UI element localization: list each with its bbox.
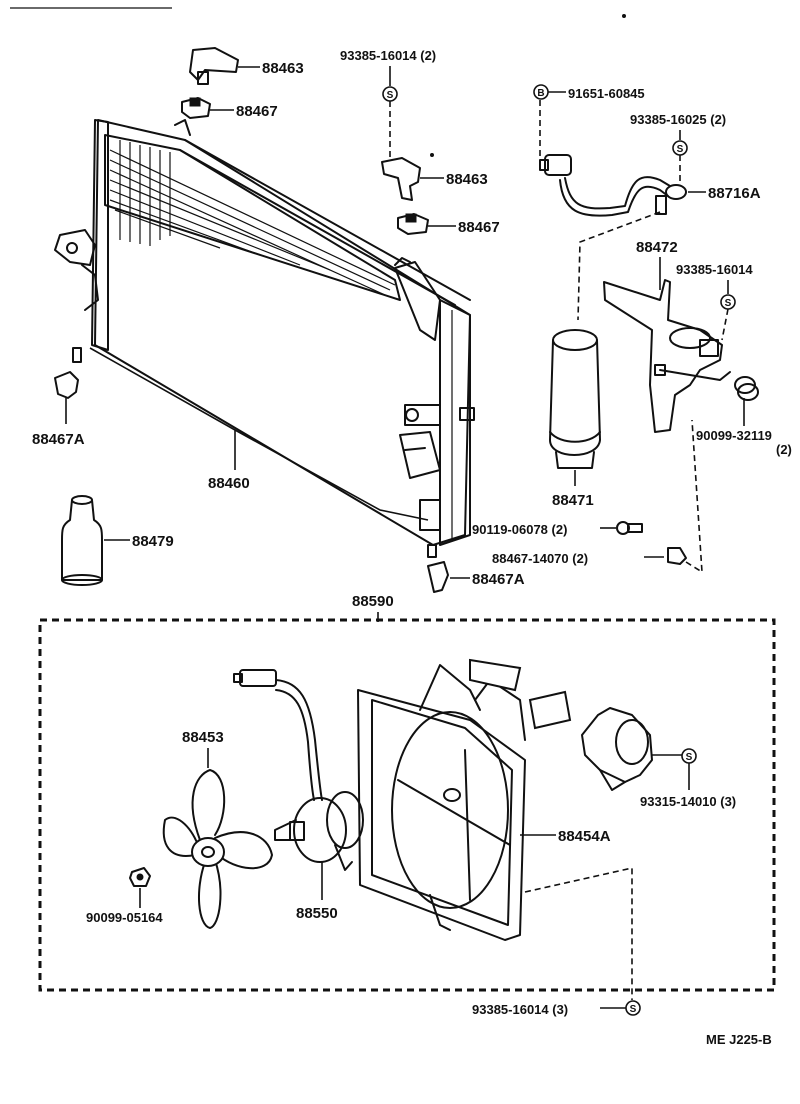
cushion-88467A-left — [54, 371, 79, 399]
label-88453: 88453 — [182, 729, 224, 746]
label-88467A-left: 88467A — [32, 431, 85, 448]
label-88454A: 88454A — [558, 828, 611, 845]
nut-90099-32119 — [734, 376, 759, 401]
label-88471: 88471 — [552, 492, 594, 509]
svg-text:S: S — [387, 90, 394, 101]
label-93315-14010: 93315-14010 (3) — [640, 794, 736, 809]
fan-blade-88453 — [162, 769, 273, 929]
cushion-88467-14070 — [667, 547, 687, 565]
dashed-leader-93385-16014-3 — [524, 867, 633, 1000]
nut-90099-05164 — [129, 867, 151, 887]
label-88467-top: 88467 — [236, 103, 278, 120]
cushion-88467A-bottom — [427, 561, 449, 593]
label-88467A-bottom: 88467A — [472, 571, 525, 588]
label-93385-16014: 93385-16014 — [676, 262, 753, 277]
svg-text:S: S — [677, 144, 684, 155]
svg-text:S: S — [630, 1004, 637, 1015]
bracket-88472 — [603, 279, 731, 433]
label-88550: 88550 — [296, 905, 338, 922]
can-88479 — [61, 495, 103, 586]
label-88467-14070: 88467-14070 (2) — [492, 551, 588, 566]
fan-cover-part — [581, 707, 653, 791]
bracket-88463-mid — [381, 157, 421, 201]
bolt-90119-06078 — [616, 521, 643, 535]
label-93385-16014-3: 93385-16014 (3) — [472, 1002, 568, 1017]
label-93385-16025-2: 93385-16025 (2) — [630, 112, 726, 127]
shroud-88454A — [357, 658, 572, 941]
label-93385-16014-2: 93385-16014 (2) — [340, 48, 436, 63]
label-88472: 88472 — [636, 239, 678, 256]
diagram-code: ME J225-B — [706, 1032, 772, 1047]
label-88463-top: 88463 — [262, 60, 304, 77]
label-90099-32119: 90099-32119 — [696, 428, 772, 443]
bracket-88463-top — [189, 47, 239, 85]
label-88590: 88590 — [352, 593, 394, 610]
label-91651-60845: 91651-60845 — [568, 86, 645, 101]
label-90099-32119-qty: (2) — [776, 442, 792, 457]
svg-text:B: B — [537, 88, 544, 99]
label-88716A: 88716A — [708, 185, 761, 202]
fan-assembly-box — [38, 618, 776, 992]
label-88467-mid: 88467 — [458, 219, 500, 236]
svg-text:S: S — [686, 752, 693, 763]
leader-88460 — [89, 347, 236, 470]
cushion-88467-mid — [397, 213, 429, 235]
label-88479: 88479 — [132, 533, 174, 550]
cushion-88467-top — [181, 97, 211, 119]
receiver-88471 — [549, 329, 601, 469]
label-88460: 88460 — [208, 475, 250, 492]
label-90099-05164: 90099-05164 — [86, 910, 163, 925]
condenser-88460 — [54, 119, 475, 558]
motor-88550 — [233, 669, 364, 871]
label-90119-06078: 90119-06078 (2) — [472, 522, 567, 537]
label-88463-mid: 88463 — [446, 171, 488, 188]
svg-text:S: S — [725, 298, 732, 309]
pipe-88716A — [539, 154, 687, 217]
